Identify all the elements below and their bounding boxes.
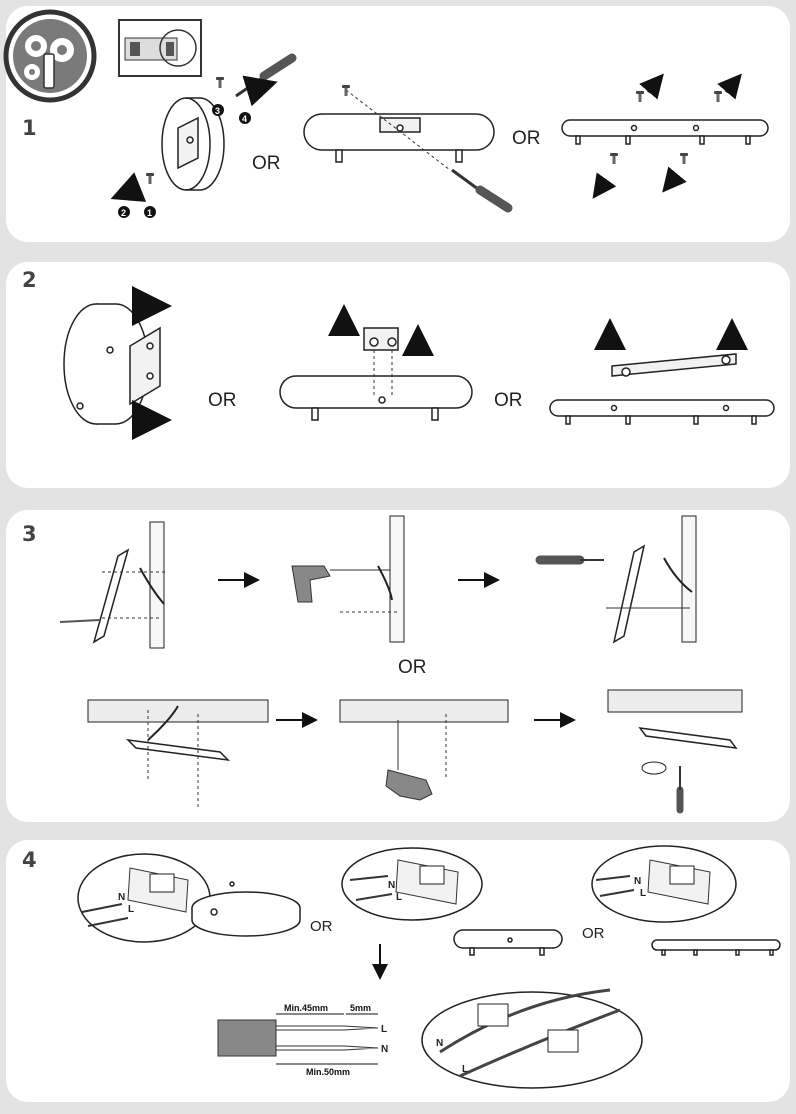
bar-canopy — [549, 353, 775, 425]
or-label: OR — [252, 153, 281, 174]
oval-canopy — [303, 113, 495, 163]
svg-text:Min.45mm: Min.45mm — [284, 1003, 328, 1013]
svg-text:N: N — [388, 880, 395, 891]
step-number-1: 1 — [22, 116, 37, 140]
wiring-zoom: N L — [591, 845, 737, 923]
step-number-3: 3 — [22, 522, 37, 546]
svg-text:L: L — [640, 888, 646, 899]
drill-icon — [385, 720, 433, 801]
cable-strip-diagram: Min.45mm 5mm Min.50mm L N — [217, 1003, 388, 1077]
svg-text:L: L — [462, 1064, 468, 1075]
svg-text:N: N — [118, 892, 125, 903]
bar-canopy — [561, 119, 769, 145]
step-number-4: 4 — [22, 848, 37, 872]
bar-canopy — [651, 939, 781, 956]
svg-text:2: 2 — [121, 208, 126, 218]
svg-text:4: 4 — [242, 114, 247, 124]
round-canopy — [191, 881, 301, 937]
svg-text:3: 3 — [215, 106, 220, 116]
or-label: OR — [310, 918, 333, 935]
svg-text:L: L — [396, 892, 402, 903]
or-label: OR — [582, 925, 605, 942]
round-canopy — [161, 97, 225, 191]
svg-text:1: 1 — [147, 208, 152, 218]
mounting-bracket — [92, 544, 646, 644]
svg-text:5mm: 5mm — [350, 1003, 371, 1013]
or-label: OR — [494, 390, 523, 411]
svg-text:L: L — [128, 904, 134, 915]
wall — [149, 515, 697, 649]
callout-number: 3 4 2 1 — [118, 104, 251, 218]
wiring-zoom: N L — [77, 853, 211, 943]
mounting-bracket — [125, 727, 738, 762]
screwdriver-icon — [451, 168, 513, 213]
or-label: OR — [398, 657, 427, 678]
drill-icon — [291, 565, 390, 603]
round-canopy — [63, 303, 161, 425]
oval-canopy — [279, 327, 473, 421]
ceiling — [87, 689, 743, 723]
fuse-box-icon — [118, 19, 202, 77]
svg-text:N: N — [634, 876, 641, 887]
screwdriver-icon — [235, 53, 297, 98]
svg-text:Min.50mm: Min.50mm — [306, 1067, 350, 1077]
svg-text:N: N — [381, 1044, 388, 1055]
svg-text:L: L — [381, 1024, 387, 1035]
wiring-zoom: N L — [341, 847, 483, 921]
svg-text:N: N — [436, 1038, 443, 1049]
terminal-block-icon: N L — [421, 988, 643, 1089]
oval-canopy — [453, 929, 563, 956]
tools-gear-icon — [3, 9, 97, 103]
or-label: OR — [512, 128, 541, 149]
step-number-2: 2 — [22, 268, 37, 292]
or-label: OR — [208, 390, 237, 411]
